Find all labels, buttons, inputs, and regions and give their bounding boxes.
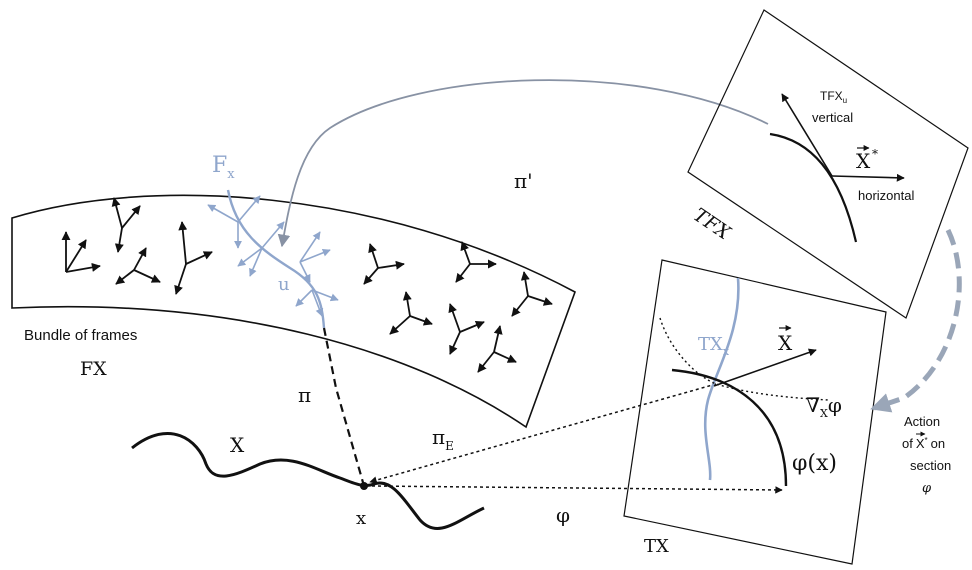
xstar-label: X * xyxy=(856,145,878,173)
phi-x-label: φ(x) xyxy=(792,451,837,476)
fiber-frames xyxy=(207,195,339,317)
tx-plane xyxy=(623,259,887,565)
bundle-symbol: FX xyxy=(80,358,107,380)
section-phi-arrow xyxy=(371,485,783,494)
frame-10 xyxy=(477,325,517,373)
action-line-1: Action xyxy=(904,414,940,429)
projection-pi-line xyxy=(322,327,366,487)
frame-1 xyxy=(61,231,101,273)
base-manifold-curve xyxy=(131,431,485,530)
tfx-vertical-arrow xyxy=(781,93,833,177)
svg-text:*: * xyxy=(872,147,878,161)
bundle-title: Bundle of frames xyxy=(24,327,137,344)
frame-3 xyxy=(115,247,161,285)
base-label: X xyxy=(230,433,245,457)
tfx-horizontal-arrow xyxy=(831,173,905,182)
tfx-label: TFX xyxy=(689,204,735,245)
fiber-label: Fx xyxy=(212,153,235,182)
x-vector-label: X xyxy=(778,325,793,355)
bundle-of-frames-surface xyxy=(11,194,576,429)
fiber-curve xyxy=(226,189,326,329)
frame-6 xyxy=(389,291,433,335)
pi-e-label: πE xyxy=(432,425,454,453)
u-label: u xyxy=(278,274,290,295)
tx-label: TX xyxy=(644,536,669,557)
svg-text:X: X xyxy=(856,149,871,173)
tfx-plane xyxy=(687,9,969,319)
phi-label: φ xyxy=(556,503,570,527)
section-dotted-curve xyxy=(659,317,829,401)
covariant-derivative-label: ∇Xφ xyxy=(806,393,842,420)
pi-prime-label: π' xyxy=(514,169,533,193)
tfx-vertical-label: TFXu xyxy=(820,89,847,105)
x-vector-arrow xyxy=(713,348,817,387)
pi-label: π xyxy=(298,383,311,407)
frame-8 xyxy=(448,303,485,355)
frame-markers xyxy=(61,197,553,373)
frame-5 xyxy=(363,243,405,285)
projection-pi-prime-arrow xyxy=(277,79,769,248)
txx-label: TXx xyxy=(698,334,730,358)
horizontal-label: horizontal xyxy=(858,188,914,203)
action-dashed-arrow xyxy=(870,228,962,413)
frame-7 xyxy=(455,241,497,283)
tangent-space-curve xyxy=(703,277,740,481)
action-line-4: φ xyxy=(922,481,932,496)
frame-9 xyxy=(511,271,553,317)
section-phi-curve xyxy=(671,368,788,487)
frame-4 xyxy=(174,221,213,295)
projection-pi-e-arrow xyxy=(369,383,717,484)
point-x-label: x xyxy=(356,508,366,529)
tfx-curve xyxy=(769,132,858,243)
action-line-3: section xyxy=(910,458,951,473)
frame-2 xyxy=(111,197,141,253)
tfx-vertical-word: vertical xyxy=(812,110,853,125)
svg-text:X: X xyxy=(778,331,793,355)
point-x xyxy=(360,482,368,490)
